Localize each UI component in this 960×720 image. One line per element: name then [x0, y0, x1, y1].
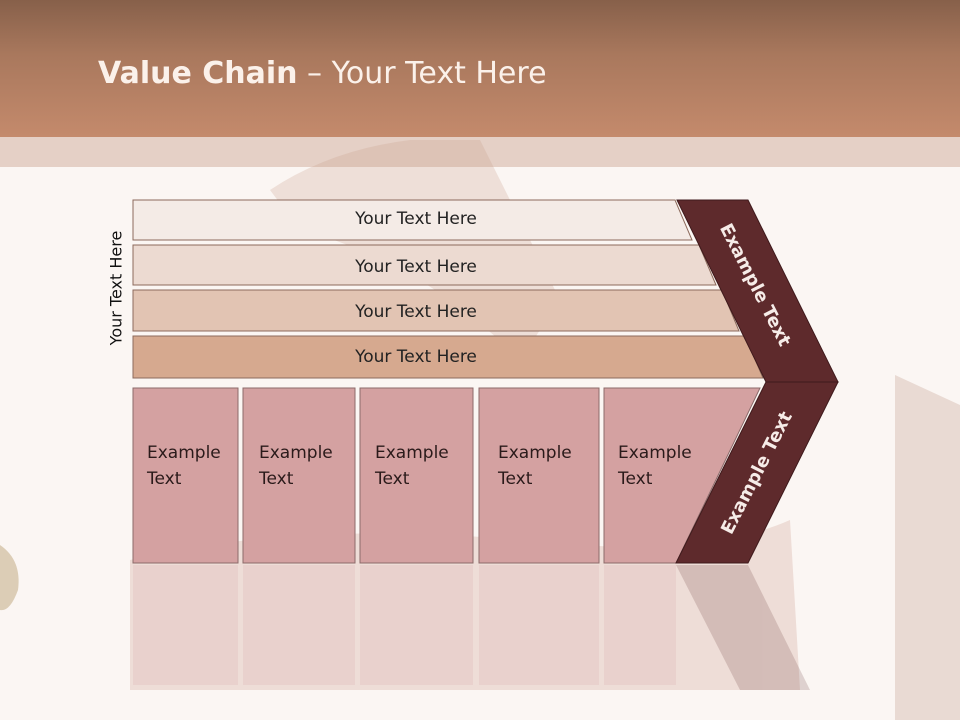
title-bold: Value Chain — [98, 56, 298, 91]
column-5-line-1: Example — [618, 443, 692, 463]
diagram-reflection — [133, 565, 810, 690]
bar-4-shape — [132, 335, 764, 379]
bar-3-label[interactable]: Your Text Here — [355, 302, 477, 322]
bar-2-shape — [132, 244, 717, 286]
column-4-line-1: Example — [498, 443, 572, 463]
title-rest: – Your Text Here — [297, 56, 547, 91]
column-2-shape — [242, 387, 356, 564]
header-bar — [0, 0, 960, 137]
bar-2-label[interactable]: Your Text Here — [355, 257, 477, 277]
column-2-line-2: Text — [259, 469, 294, 489]
column-3-shape — [359, 387, 474, 564]
column-4-shape — [478, 387, 600, 564]
column-3-line-1: Example — [375, 443, 449, 463]
arrow-bottom-shape — [675, 381, 839, 564]
column-5-label[interactable]: Example Text — [618, 440, 692, 492]
column-1-line-2: Text — [147, 469, 182, 489]
column-2-label[interactable]: Example Text — [259, 440, 333, 492]
column-1-label[interactable]: Example Text — [147, 440, 221, 492]
bar-4-label[interactable]: Your Text Here — [355, 347, 477, 367]
column-4-label[interactable]: Example Text — [498, 440, 572, 492]
bar-3-shape — [132, 289, 740, 332]
column-2-line-1: Example — [259, 443, 333, 463]
column-1-shape — [132, 387, 239, 564]
bar-1-label[interactable]: Your Text Here — [355, 209, 477, 229]
column-4-line-2: Text — [498, 469, 533, 489]
side-label[interactable]: Your Text Here — [106, 230, 126, 346]
column-3-label[interactable]: Example Text — [375, 440, 449, 492]
slide-title[interactable]: Value Chain – Your Text Here — [98, 56, 547, 91]
column-3-line-2: Text — [375, 469, 410, 489]
column-5-line-2: Text — [618, 469, 653, 489]
header-band — [0, 137, 960, 167]
column-1-line-1: Example — [147, 443, 221, 463]
bar-1-shape — [132, 199, 693, 241]
